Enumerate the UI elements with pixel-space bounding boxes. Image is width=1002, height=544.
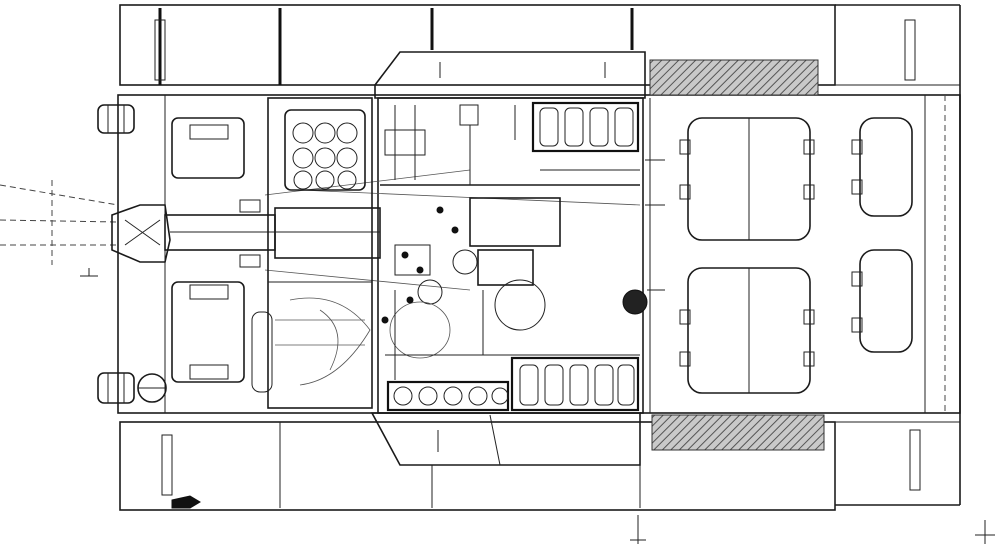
headlight-top (97, 104, 135, 134)
headlight-bottom (97, 372, 167, 404)
fighting-compartment (370, 51, 646, 466)
hull-outline (117, 4, 961, 511)
gun-assembly (0, 169, 641, 291)
reference-marker-left (80, 268, 98, 277)
fuel-dome (622, 159, 665, 315)
hatched-fenders (649, 59, 825, 451)
reference-marker-right (975, 520, 995, 544)
ammo-rack-bottom (386, 356, 640, 412)
storage-cylinders (284, 109, 366, 191)
arrow-marker (171, 495, 201, 509)
ammo-rack-top (531, 101, 640, 153)
centerline-marks (51, 95, 946, 413)
interior-machinery (275, 104, 640, 386)
front-hatches (171, 97, 373, 409)
reference-marker-bottom (630, 515, 646, 544)
top-fender-dividers (154, 8, 916, 85)
engine-deck (649, 98, 913, 413)
